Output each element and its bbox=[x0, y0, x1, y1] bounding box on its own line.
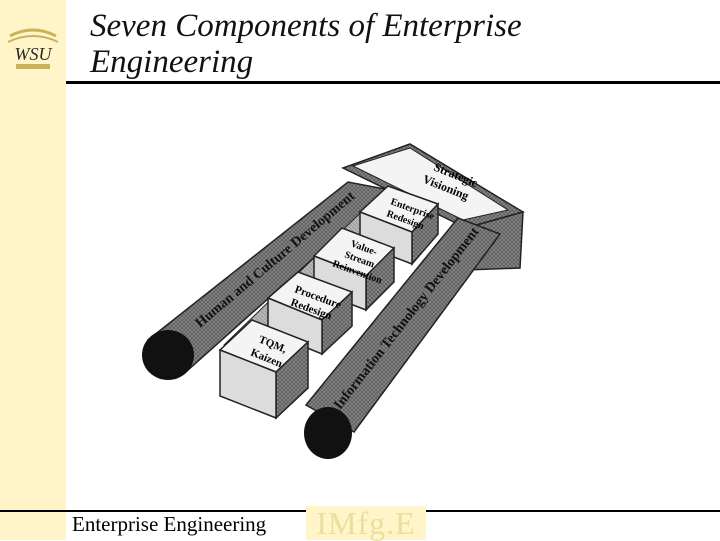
title-line-2: Engineering bbox=[90, 44, 254, 80]
wsu-logo: WSU bbox=[7, 28, 59, 69]
block-procedure-redesign: Procedure Redesign bbox=[266, 271, 354, 356]
block-tqm-kaizen: TQM, Kaizen bbox=[218, 319, 310, 420]
imfge-logo: IMfg.E bbox=[306, 506, 426, 540]
sidebar-band: WSU bbox=[0, 0, 66, 540]
right-beam-end bbox=[304, 407, 352, 459]
logo-text: WSU bbox=[15, 44, 53, 64]
title-line-1: Seven Components of Enterprise bbox=[90, 8, 522, 44]
block-enterprise-redesign: Enterprise Redesign bbox=[358, 185, 440, 267]
enterprise-engineering-diagram: Strategic Visioning Human and Culture De… bbox=[142, 143, 525, 459]
left-beam-end bbox=[142, 330, 194, 380]
title-divider bbox=[66, 81, 720, 84]
slide-title: Seven Components of Enterprise Engineeri… bbox=[90, 8, 710, 80]
footer-text: Enterprise Engineering bbox=[72, 512, 267, 536]
